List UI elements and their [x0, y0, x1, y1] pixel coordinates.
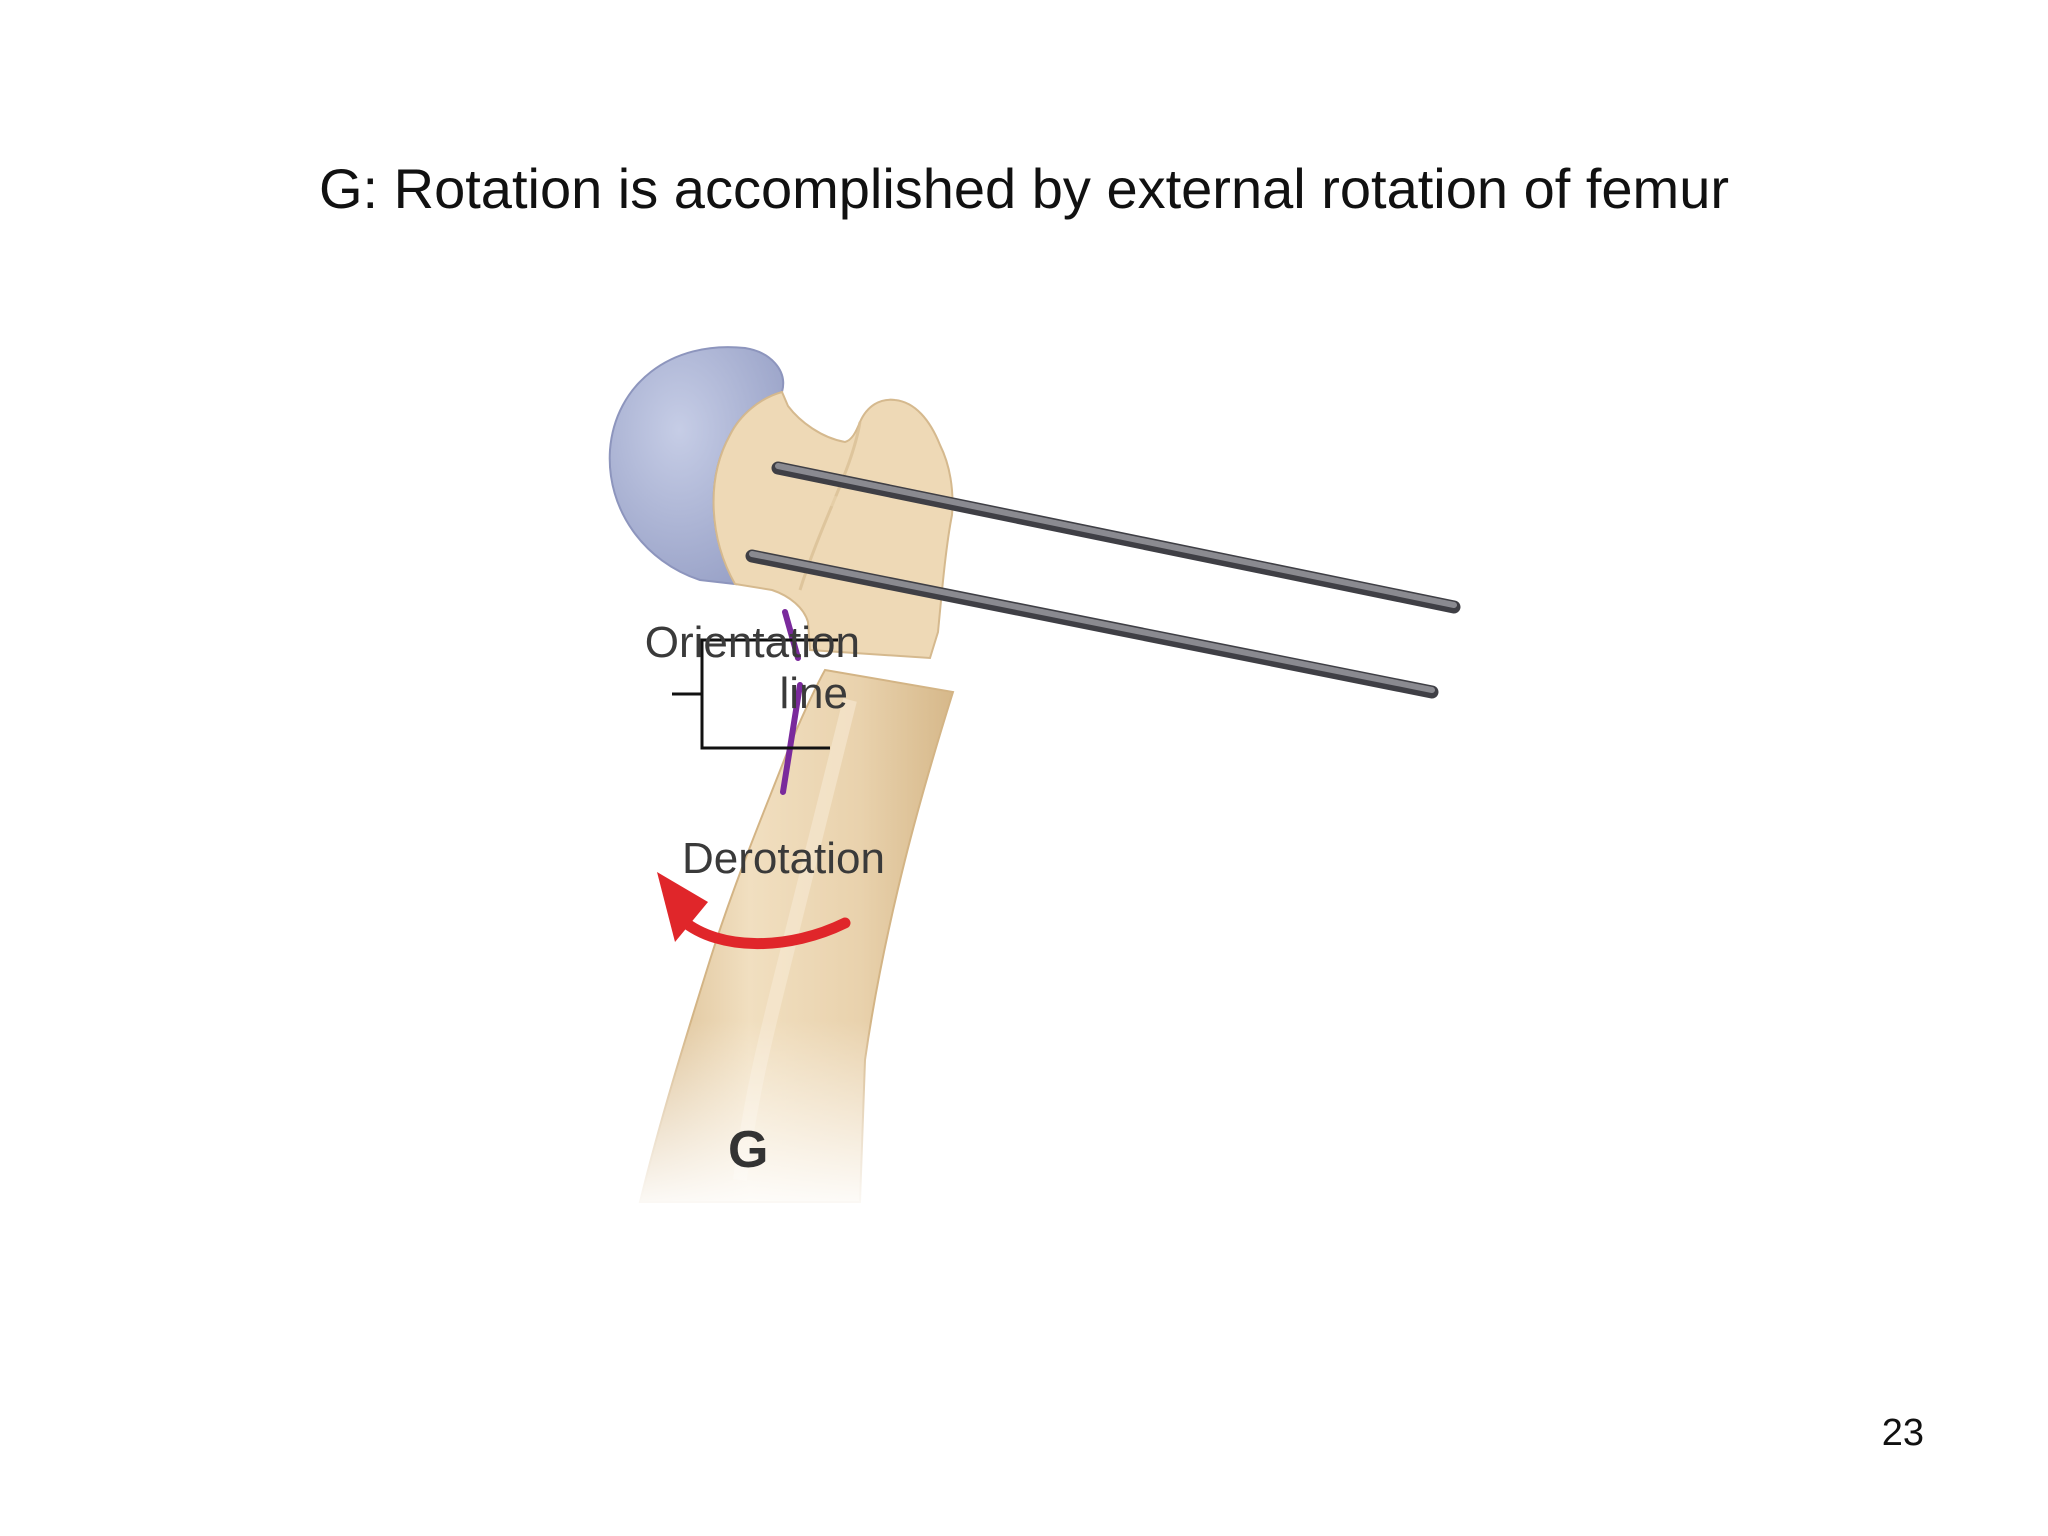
pin-lower — [745, 549, 1439, 699]
pin-entry-overlay — [806, 490, 860, 512]
femur-illustration — [608, 346, 1461, 1220]
derotation-arrow-shaft — [676, 914, 851, 950]
orientation-mark-distal — [780, 682, 803, 795]
derotation-label: Derotation — [681, 834, 885, 883]
pin-upper — [771, 461, 1461, 614]
proximal-fragment — [712, 390, 954, 660]
orientation-line-label: Orientation line — [600, 618, 860, 719]
femur-derotation-figure: Orientation line Derotation G — [560, 340, 1520, 1240]
panel-letter: G — [728, 1121, 769, 1179]
slide-title: G: Rotation is accomplished by external … — [318, 157, 1729, 220]
orientation-label-line-2: line — [779, 668, 849, 718]
derotation-arrowhead — [657, 872, 708, 942]
shaft-fade — [620, 1020, 980, 1220]
page-number: 23 — [1881, 1412, 1924, 1454]
orientation-label-line-1: Orientation — [644, 618, 860, 667]
orientation-mark-proximal — [782, 609, 801, 661]
